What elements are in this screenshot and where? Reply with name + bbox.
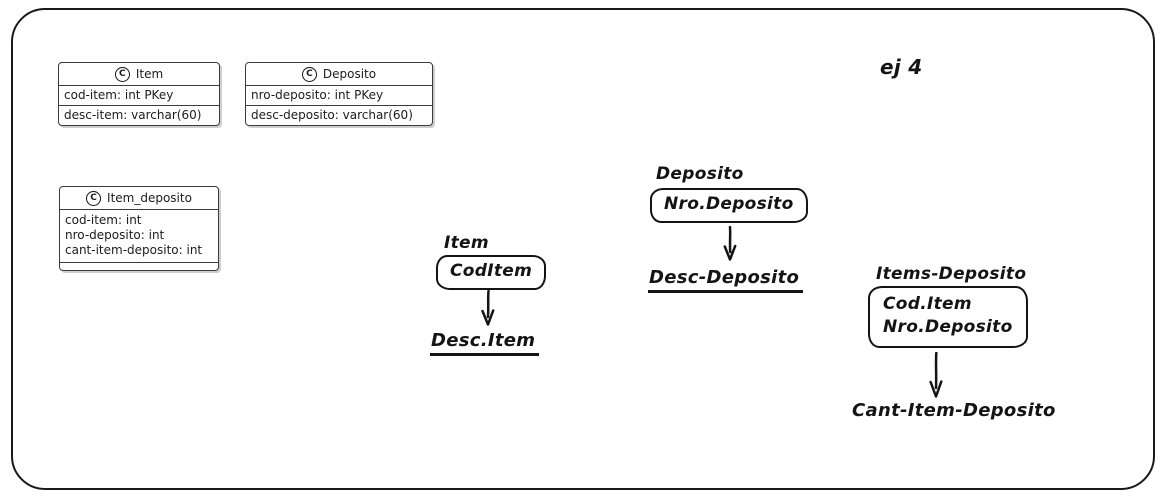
exercise-label: ej 4 [880, 55, 923, 79]
fd-items-deposito-dependent-label: Cant-Item-Deposito [852, 400, 1056, 421]
fd-item-key-box: CodItem [436, 255, 547, 290]
class-stereotype-icon: C [114, 66, 130, 82]
fd-item-entity-label: Item [444, 233, 489, 253]
class-stereotype-icon: C [301, 66, 317, 82]
fd-dependent-attribute: Cant-Item-Deposito [852, 400, 1056, 421]
uml-class-deposito: C Deposito nro-deposito: int PKey desc-d… [245, 62, 433, 126]
class-stereotype-icon: C [86, 190, 102, 206]
uml-attribute-row: desc-item: varchar(60) [64, 108, 202, 122]
fd-deposito-dependent-label: Desc-Deposito [648, 267, 804, 293]
uml-class-item-deposito-title: C Item_deposito [60, 187, 218, 210]
fd-key-attribute: Cod.Item [883, 294, 972, 314]
uml-attribute-row: nro-deposito: int [65, 228, 165, 242]
fd-key-attribute: Nro.Deposito [664, 194, 794, 214]
uml-class-name: Item_deposito [107, 191, 192, 205]
uml-class-name: Item [135, 67, 164, 81]
fd-dependent-attribute: Desc-Deposito [648, 267, 804, 293]
uml-class-item-title: C Item [59, 63, 219, 86]
fd-key-attribute: CodItem [450, 261, 533, 281]
uml-attribute-row: cod-item: int [65, 213, 142, 227]
uml-attribute-row: cant-item-deposito: int [65, 243, 203, 257]
uml-class-item: C Item cod-item: int PKey desc-item: var… [58, 62, 220, 126]
uml-attribute-row: cod-item: int PKey [59, 86, 219, 106]
down-arrow-icon [723, 226, 737, 261]
fd-items-deposito-entity-label: Items-Deposito [876, 264, 1027, 284]
uml-class-name: Deposito [322, 67, 377, 81]
fd-dependent-attribute: Desc.Item [430, 330, 540, 356]
fd-key-attribute: Nro.Deposito [883, 317, 1013, 337]
down-arrow-icon [481, 290, 495, 326]
uml-attribute-row: nro-deposito: int PKey [246, 86, 432, 106]
uml-empty-compartment [60, 263, 218, 270]
uml-attributes-compartment: cod-item: int nro-deposito: int cant-ite… [60, 210, 218, 263]
uml-class-item-deposito: C Item_deposito cod-item: int nro-deposi… [59, 186, 219, 271]
fd-item-dependent-label: Desc.Item [430, 330, 540, 356]
down-arrow-icon [929, 352, 943, 398]
fd-deposito-key-box: Nro.Deposito [650, 188, 808, 223]
uml-class-deposito-title: C Deposito [246, 63, 432, 86]
uml-attribute-row: desc-deposito: varchar(60) [251, 108, 413, 122]
fd-deposito-entity-label: Deposito [656, 164, 744, 184]
fd-items-deposito-key-box: Cod.Item Nro.Deposito [868, 286, 1028, 348]
